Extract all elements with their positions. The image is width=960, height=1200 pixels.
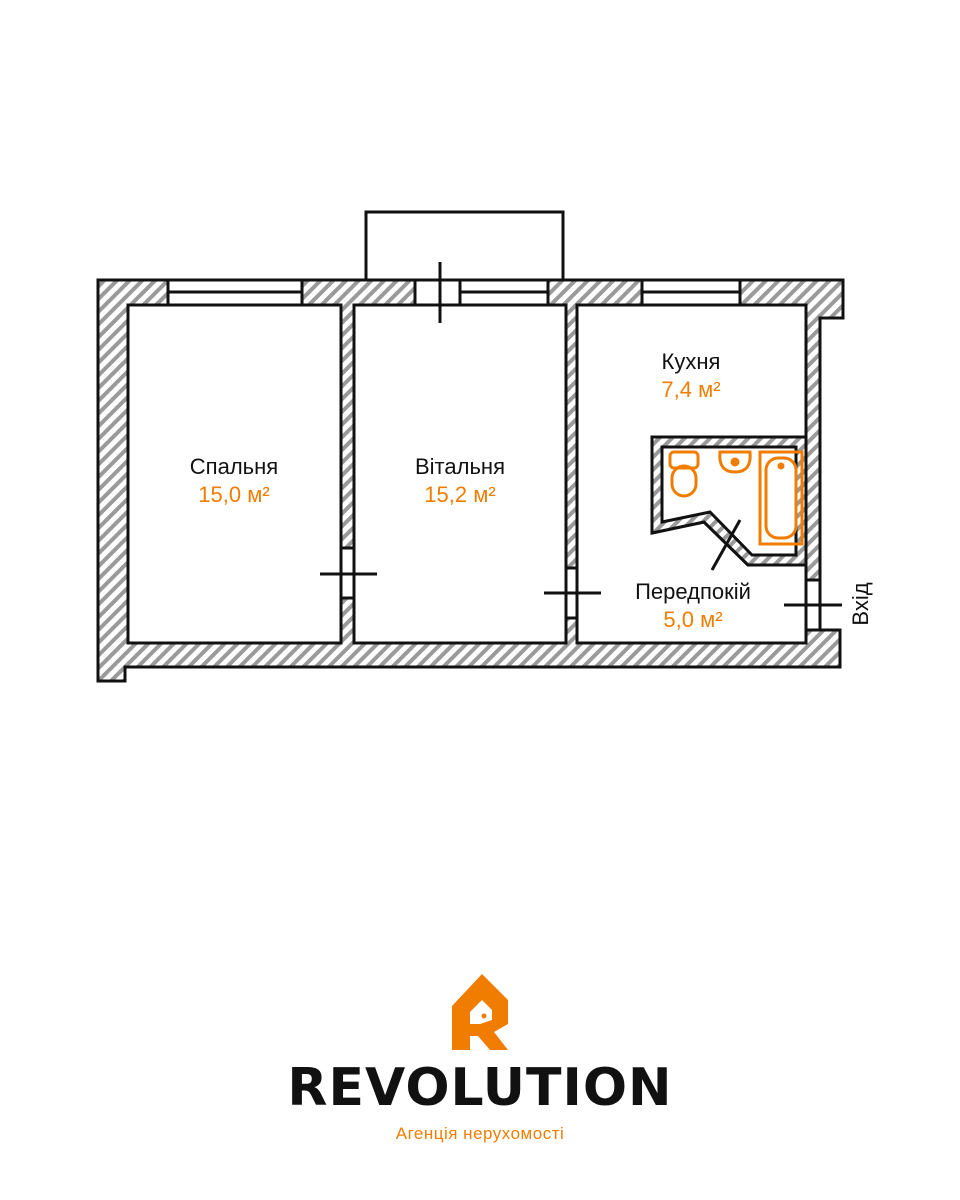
partition-wall [566,305,577,643]
bathtub-icon [758,450,804,546]
brand-tagline: Агенція нерухомості [395,1124,565,1143]
room-bedroom-area: 15,0 м² [198,482,269,507]
sink-icon [718,450,752,474]
door-bathroom [710,519,742,571]
room-hallway-name: Передпокій [635,579,751,604]
entrance-label: Вхід [848,582,873,625]
floor-plan: Спальня 15,0 м² Вітальня 15,2 м² Кухня 7… [96,210,873,683]
revolution-logo-icon [452,974,508,1050]
room-living-area: 15,2 м² [424,482,495,507]
brand-name: REVOLUTION [287,1058,673,1118]
window [640,278,742,307]
room-hallway-area: 5,0 м² [663,607,722,632]
room-bedroom [126,303,343,645]
window [413,278,550,307]
room-living [352,303,568,645]
room-kitchen-name: Кухня [662,349,721,374]
window [166,278,304,307]
balcony [364,210,565,282]
toilet-icon [668,450,700,498]
room-living-name: Вітальня [415,454,505,479]
room-bedroom-name: Спальня [190,454,278,479]
room-kitchen-area: 7,4 м² [661,377,720,402]
